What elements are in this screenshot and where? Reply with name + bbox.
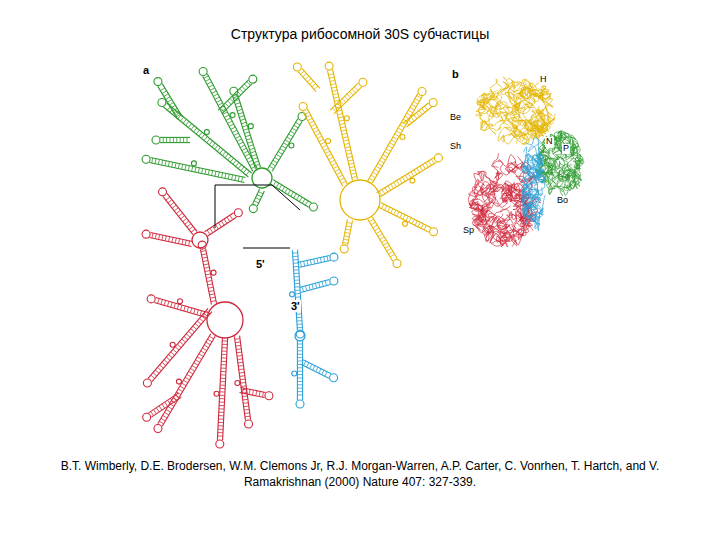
ribbon: [530, 164, 540, 177]
ribbon: [483, 99, 507, 121]
ribbon: [501, 183, 518, 196]
ribbon: [526, 138, 542, 155]
helix: [268, 113, 306, 172]
ribbon: [479, 117, 496, 134]
ribbon: [519, 130, 539, 145]
ribbon: [472, 181, 490, 195]
helix: [143, 393, 182, 421]
panel-label: P: [562, 144, 570, 154]
helix: [301, 360, 338, 382]
panel-label: N: [545, 137, 554, 147]
helix: [154, 78, 182, 120]
helix: [214, 338, 228, 448]
ribbon: [539, 113, 548, 131]
ribbon: [474, 171, 492, 184]
panel-label: Be: [449, 113, 462, 123]
panel-label: a: [142, 64, 150, 76]
helix: [368, 217, 401, 268]
ribbon: [522, 92, 543, 101]
ribbon: [495, 98, 522, 126]
ribbon: [523, 159, 543, 179]
ribbon: [502, 224, 525, 239]
helix: [239, 387, 272, 399]
helix: [199, 67, 257, 171]
helix: [142, 230, 192, 246]
helix: [159, 188, 198, 235]
ribbon: [483, 217, 504, 229]
secondary-structure: [142, 62, 442, 448]
loop: [340, 180, 380, 220]
ribbon: [472, 214, 499, 242]
helix: [292, 341, 304, 408]
panel-label: Sp: [462, 226, 475, 236]
helix: [198, 241, 216, 304]
ribbon: [484, 226, 499, 242]
helix: [290, 250, 305, 338]
helix: [293, 63, 320, 92]
panel-label: H: [539, 75, 548, 85]
helix: [330, 78, 367, 114]
ribbon: [526, 187, 542, 208]
helix: [143, 308, 212, 387]
ribbon: [540, 137, 572, 163]
helix: [230, 87, 261, 169]
helix: [299, 102, 347, 186]
ribbon: [493, 153, 503, 180]
helix: [297, 253, 337, 267]
slide-title: Структура рибосомной 30S субчастицы: [0, 26, 720, 42]
helix: [368, 88, 426, 184]
ribbon: [492, 179, 523, 207]
helix: [142, 155, 245, 182]
ribbon-model: [468, 77, 584, 247]
panel-label: b: [451, 68, 460, 80]
helix: [205, 209, 243, 236]
ribbon: [512, 100, 521, 113]
loop: [207, 302, 243, 338]
helix: [249, 189, 264, 213]
helix: [218, 75, 257, 114]
panel-label: 3': [290, 300, 301, 312]
helix: [234, 336, 252, 428]
loop: [192, 232, 208, 248]
helix: [340, 219, 352, 252]
helix: [379, 203, 438, 236]
helix: [154, 334, 215, 433]
panel-label: Sh: [449, 142, 462, 152]
ribbon: [548, 148, 560, 175]
helix: [152, 136, 190, 144]
ribbon: [539, 91, 553, 112]
bracket-line: [243, 248, 290, 249]
panel-label: Bo: [556, 196, 569, 206]
helix: [147, 295, 208, 318]
helix: [271, 180, 318, 211]
panel-label: 5': [255, 258, 266, 270]
ribbon: [470, 199, 488, 219]
bracket-line: [215, 185, 216, 228]
helix: [377, 154, 443, 197]
ribbon: [528, 83, 545, 107]
helix: [403, 99, 437, 128]
ribbon: [509, 117, 520, 136]
ribbon: [489, 228, 503, 246]
ribbon: [530, 118, 538, 135]
helix: [299, 277, 338, 293]
ribbon: [561, 141, 580, 158]
ribbon: [565, 158, 580, 179]
citation: B.T. Wimberly, D.E. Brodersen, W.M. Clem…: [40, 458, 680, 490]
bracket-line: [215, 185, 300, 210]
